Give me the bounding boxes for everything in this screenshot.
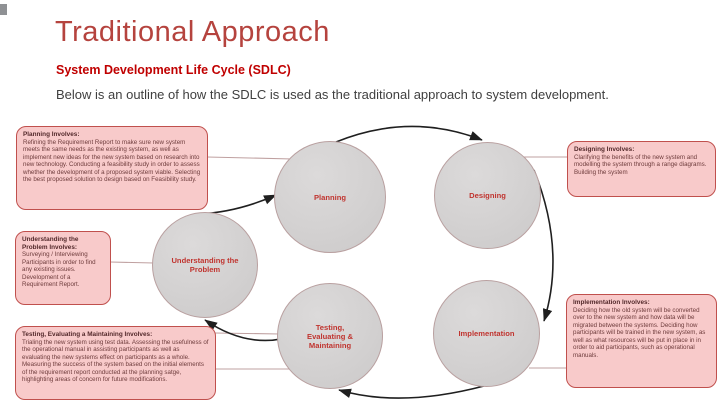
node-implementation-label: Implementation — [458, 329, 515, 338]
connector-planning — [206, 156, 294, 160]
screen-edge-artifact — [0, 4, 7, 15]
node-designing: Designing — [434, 142, 541, 249]
node-planning: Planning — [274, 141, 386, 253]
intro-text: Below is an outline of how the SDLC is u… — [56, 87, 609, 102]
node-understanding-the-problem: Understanding the Problem — [152, 212, 258, 318]
connector-understanding — [109, 261, 155, 264]
callout-designing-title: Designing Involves: — [574, 146, 635, 153]
node-implementation: Implementation — [433, 280, 540, 387]
callout-understanding-title: Understanding the Problem Involves: — [22, 236, 79, 251]
node-planning-label: Planning — [313, 192, 347, 202]
callout-designing: Designing Involves: Clarifying the benef… — [567, 141, 716, 197]
callout-testing: Testing, Evaluating a Maintaining Involv… — [15, 326, 216, 400]
arrow-implementation-to-testing — [338, 385, 485, 399]
callout-implementation-title: Implementation Involves: — [573, 299, 650, 306]
arrow-planning-to-designing — [335, 125, 483, 143]
node-designing-label: Designing — [469, 191, 506, 200]
callout-understanding-body: Surveying / Interviewing Participants in… — [22, 251, 96, 288]
node-understanding-label: Understanding the Problem — [171, 256, 239, 274]
node-testing-label: Testing, Evaluating & Maintaining — [307, 322, 353, 350]
callout-testing-title: Testing, Evaluating a Maintaining Involv… — [22, 331, 153, 338]
page-title: Traditional Approach — [55, 16, 330, 48]
callout-implementation-body: Deciding how the old system will be conv… — [573, 306, 706, 359]
callout-understanding: Understanding the Problem Involves: Surv… — [15, 231, 111, 305]
callout-testing-body: Trialing the new system using test data.… — [22, 338, 209, 384]
callout-planning: Planning Involves: Refining the Requirem… — [16, 126, 208, 210]
callout-planning-body: Refining the Requirement Report to make … — [23, 138, 201, 184]
callout-designing-body: Clarifying the benefits of the new syste… — [574, 153, 707, 176]
subtitle: System Development Life Cycle (SDLC) — [56, 63, 291, 77]
callout-implementation: Implementation Involves: Deciding how th… — [566, 294, 717, 388]
callout-planning-title: Planning Involves: — [23, 131, 80, 138]
arrow-understanding-to-planning — [198, 194, 277, 215]
node-testing-evaluating-maintaining: Testing, Evaluating & Maintaining — [277, 283, 383, 389]
connector-testing-upper — [214, 332, 281, 335]
